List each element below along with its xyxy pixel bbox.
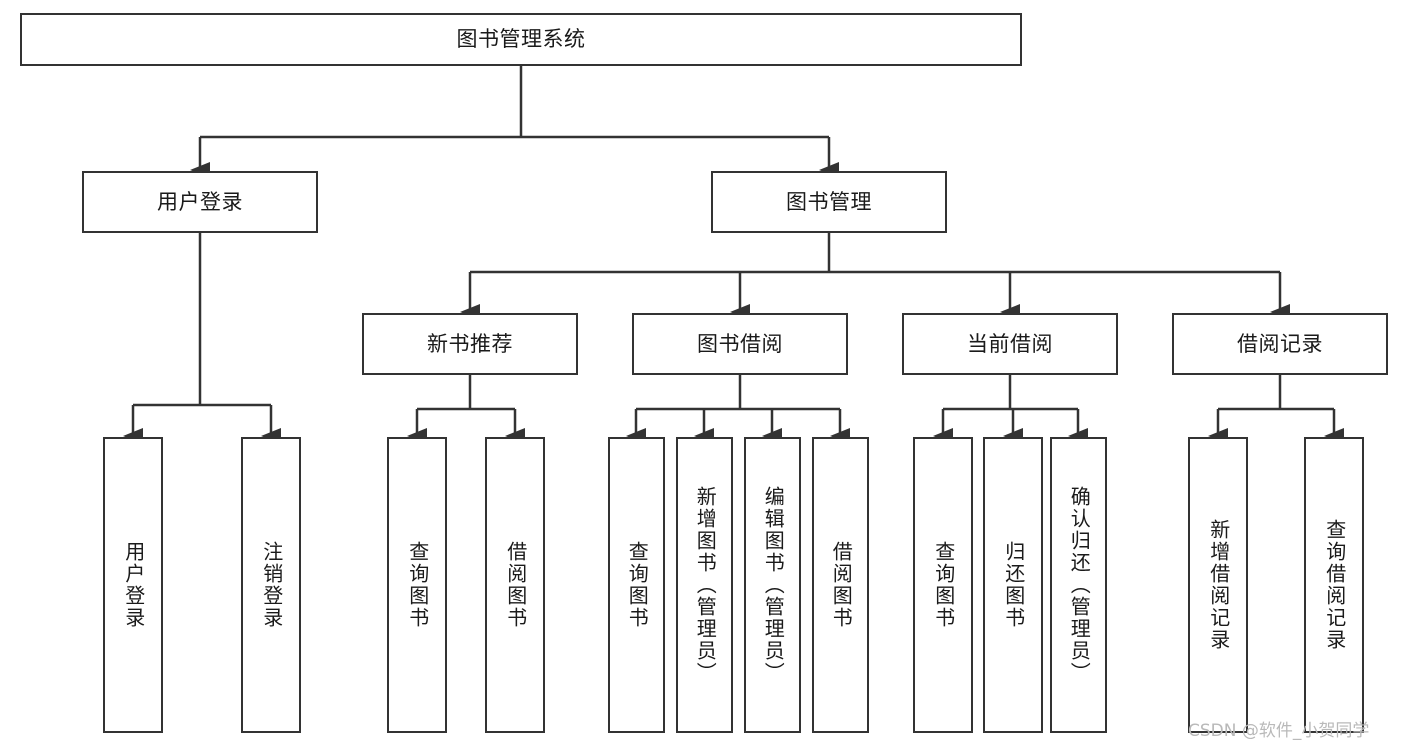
- node-leaf_user_login[interactable]: 用户登录: [103, 437, 163, 733]
- node-label: 借阅图书: [829, 541, 854, 629]
- node-root[interactable]: 图书管理系统: [20, 13, 1022, 66]
- node-book_borrow[interactable]: 图书借阅: [632, 313, 848, 375]
- node-leaf_borrow_book_b[interactable]: 借阅图书: [812, 437, 869, 733]
- node-user_login[interactable]: 用户登录: [82, 171, 318, 233]
- node-label: 编辑图书（管理员）: [761, 486, 786, 684]
- node-leaf_return_book[interactable]: 归还图书: [983, 437, 1043, 733]
- node-label: 新书推荐: [427, 331, 513, 356]
- node-leaf_borrow_book_rec[interactable]: 借阅图书: [485, 437, 545, 733]
- node-label: 借阅记录: [1237, 331, 1323, 356]
- node-label: 当前借阅: [967, 331, 1053, 356]
- node-leaf_user_logout[interactable]: 注销登录: [241, 437, 301, 733]
- node-label: 查询图书: [931, 541, 956, 629]
- node-label: 查询图书: [405, 541, 430, 629]
- node-leaf_add_book[interactable]: 新增图书（管理员）: [676, 437, 733, 733]
- node-label: 确认归还（管理员）: [1067, 486, 1092, 684]
- node-label: 借阅图书: [503, 541, 528, 629]
- node-leaf_query_book_b[interactable]: 查询图书: [608, 437, 665, 733]
- node-label: 查询借阅记录: [1322, 519, 1347, 651]
- node-leaf_query_record[interactable]: 查询借阅记录: [1304, 437, 1364, 733]
- watermark: CSDN @软件_小贺同学: [1188, 721, 1370, 741]
- node-label: 用户登录: [121, 541, 146, 629]
- node-leaf_query_book_rec[interactable]: 查询图书: [387, 437, 447, 733]
- node-label: 用户登录: [157, 189, 243, 214]
- node-label: 图书借阅: [697, 331, 783, 356]
- node-book_manage[interactable]: 图书管理: [711, 171, 947, 233]
- node-leaf_add_record[interactable]: 新增借阅记录: [1188, 437, 1248, 733]
- node-new_book_rec[interactable]: 新书推荐: [362, 313, 578, 375]
- node-leaf_confirm_return[interactable]: 确认归还（管理员）: [1050, 437, 1107, 733]
- node-leaf_edit_book[interactable]: 编辑图书（管理员）: [744, 437, 801, 733]
- node-current_borrow[interactable]: 当前借阅: [902, 313, 1118, 375]
- node-leaf_query_book_c[interactable]: 查询图书: [913, 437, 973, 733]
- node-label: 图书管理: [786, 189, 872, 214]
- node-label: 归还图书: [1001, 541, 1026, 629]
- node-label: 注销登录: [259, 541, 284, 629]
- node-label: 查询图书: [625, 541, 650, 629]
- node-label: 新增图书（管理员）: [693, 486, 718, 684]
- node-label: 新增借阅记录: [1206, 519, 1231, 651]
- node-borrow_record[interactable]: 借阅记录: [1172, 313, 1388, 375]
- node-label: 图书管理系统: [456, 27, 586, 52]
